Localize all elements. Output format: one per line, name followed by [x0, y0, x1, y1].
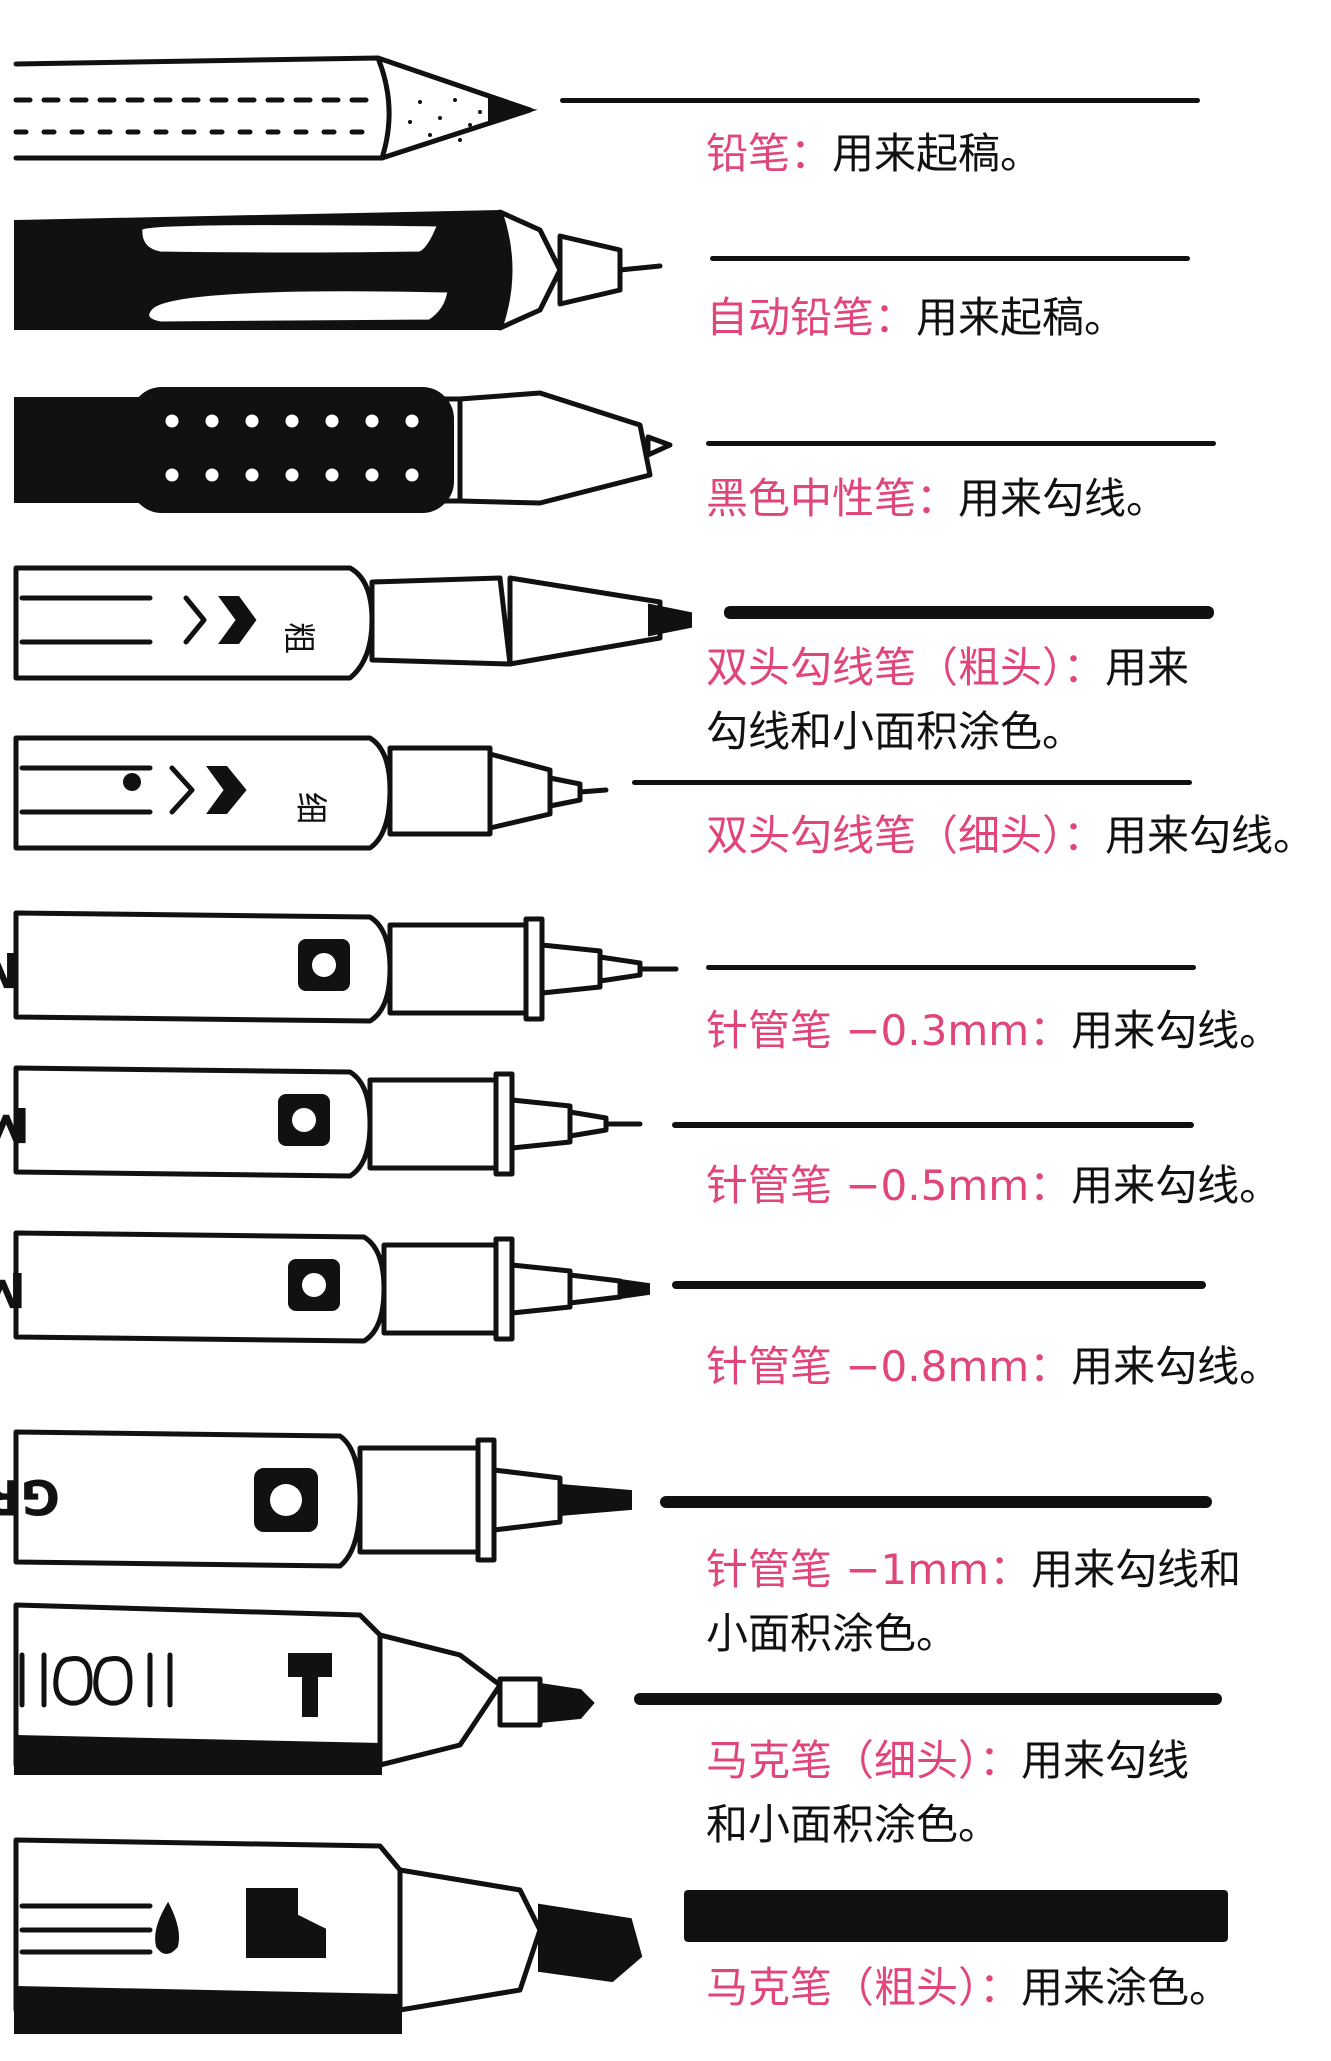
dual-liner-thin-icon: 细 — [13, 735, 609, 851]
tool-desc-2: 勾线和小面积涂色。 — [706, 707, 1085, 756]
tool-desc: 用来勾线。 — [1071, 1006, 1282, 1055]
stroke-sample — [660, 1496, 1212, 1508]
tool-name: 针管笔 −0.3mm： — [706, 1006, 1072, 1055]
tool-desc: 用来起稿。 — [916, 293, 1127, 342]
tool-caption: 铅笔：用来起稿。 — [706, 122, 1042, 186]
barrel-label: 粗 — [280, 622, 318, 654]
stroke-sample — [672, 1281, 1206, 1289]
tool-name: 马克笔（细头）： — [706, 1736, 1022, 1785]
tool-desc-2: 和小面积涂色。 — [706, 1800, 1001, 1849]
pencil-icon — [13, 55, 538, 161]
tool-caption: 双头勾线笔（粗头）：用来 勾线和小面积涂色。 — [706, 636, 1189, 764]
tool-name: 马克笔（粗头）： — [706, 1963, 1022, 2012]
tool-row-pencil: 铅笔：用来起稿。 — [0, 40, 1331, 190]
stroke-sample — [706, 441, 1216, 446]
tool-name: 双头勾线笔（粗头）： — [706, 643, 1106, 692]
tool-desc: 用来 — [1105, 643, 1190, 692]
stroke-sample — [684, 1890, 1228, 1942]
tool-name: 针管笔 −0.5mm： — [706, 1161, 1072, 1210]
barrel-label: MIIOII05 — [0, 1096, 30, 1152]
tool-caption: 黑色中性笔：用来勾线。 — [706, 467, 1168, 531]
tool-name: 铅笔： — [706, 129, 833, 178]
fineliner-03-icon: MIIC03III — [0, 910, 679, 1024]
tool-row-marker-thin: 马克笔（细头）：用来勾线 和小面积涂色。 — [0, 1595, 1331, 1849]
marker-thick-icon — [13, 1837, 643, 2034]
fineliner-1mm-icon: GRAIII — [0, 1429, 632, 1569]
tool-row-fineliner-1mm: GRAIII 针管笔 −1mm：用来勾线和 小面积涂色。 — [0, 1420, 1331, 1658]
barrel-label: MIIC03III — [0, 941, 20, 997]
stroke-sample — [560, 98, 1200, 103]
stroke-sample — [672, 1122, 1194, 1128]
stroke-sample — [724, 606, 1214, 619]
barrel-label: MIIOII08 — [0, 1261, 26, 1317]
stroke-sample — [634, 1693, 1222, 1705]
stroke-sample — [710, 256, 1190, 261]
fineliner-08-icon: MIIOII08 — [0, 1230, 650, 1344]
tool-name: 针管笔 −1mm： — [706, 1545, 1032, 1594]
marker-thin-icon — [13, 1602, 595, 1775]
tool-desc: 用来勾线和 — [1031, 1545, 1242, 1594]
tool-caption: 针管笔 −0.8mm：用来勾线。 — [706, 1335, 1281, 1399]
tool-row-fineliner-08: MIIOII08 针管笔 −0.8mm：用来勾线。 — [0, 1225, 1331, 1391]
tool-desc: 用来勾线 — [1021, 1736, 1190, 1785]
tool-row-fineliner-03: MIIC03III 针管笔 −0.3mm：用来勾线。 — [0, 905, 1331, 1065]
dual-liner-thick-icon: 粗 — [13, 565, 692, 681]
gel-pen-icon — [14, 387, 673, 513]
tool-desc: 用来勾线。 — [1071, 1342, 1282, 1391]
tool-caption: 自动铅笔：用来起稿。 — [706, 286, 1126, 350]
tool-caption: 马克笔（细头）：用来勾线 和小面积涂色。 — [706, 1729, 1189, 1857]
tool-row-marker-thick: 马克笔（粗头）：用来涂色。 — [0, 1820, 1331, 2061]
tool-desc: 用来勾线。 — [958, 474, 1169, 523]
tool-caption: 马克笔（粗头）：用来涂色。 — [706, 1956, 1231, 2020]
tool-name: 自动铅笔： — [706, 293, 917, 342]
barrel-label: GRAIII — [0, 1468, 60, 1524]
tool-row-gel-pen: 黑色中性笔：用来勾线。 — [0, 375, 1331, 540]
tool-desc-2: 小面积涂色。 — [706, 1609, 959, 1658]
tool-row-dual-liner-thin: 细 双头勾线笔（细头）：用来勾线。 — [0, 730, 1331, 880]
mechanical-pencil-icon — [14, 209, 663, 331]
tool-caption: 针管笔 −0.5mm：用来勾线。 — [706, 1154, 1281, 1218]
tool-caption: 针管笔 −0.3mm：用来勾线。 — [706, 999, 1281, 1063]
tool-name: 针管笔 −0.8mm： — [706, 1342, 1072, 1391]
tool-desc: 用来勾线。 — [1071, 1161, 1282, 1210]
tool-name: 双头勾线笔（细头）： — [706, 811, 1106, 860]
tool-caption: 针管笔 −1mm：用来勾线和 小面积涂色。 — [706, 1538, 1241, 1666]
barrel-label: 细 — [292, 792, 330, 824]
stroke-sample — [632, 780, 1192, 785]
tool-desc: 用来起稿。 — [832, 129, 1043, 178]
tool-row-fineliner-05: MIIOII05 针管笔 −0.5mm：用来勾线。 — [0, 1060, 1331, 1225]
tool-row-dual-liner-thick: 粗 双头勾线笔（粗头）：用来 勾线和小面积涂色。 — [0, 560, 1331, 756]
tool-desc: 用来涂色。 — [1021, 1963, 1232, 2012]
fineliner-05-icon: MIIOII05 — [0, 1065, 643, 1179]
tool-desc: 用来勾线。 — [1105, 811, 1316, 860]
tool-row-mechanical-pencil: 自动铅笔：用来起稿。 — [0, 200, 1331, 360]
stroke-sample — [706, 965, 1196, 970]
tool-name: 黑色中性笔： — [706, 474, 959, 523]
tool-caption: 双头勾线笔（细头）：用来勾线。 — [706, 804, 1315, 868]
